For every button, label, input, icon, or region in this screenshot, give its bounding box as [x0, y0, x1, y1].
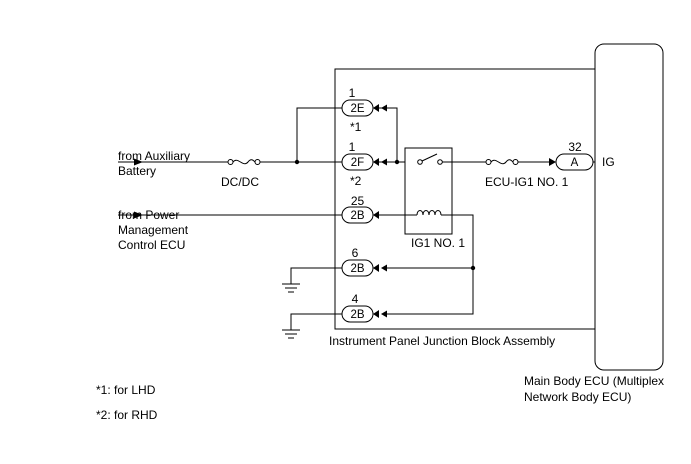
connector-2e-note: *1	[350, 120, 362, 134]
relay-coil-icon	[416, 210, 442, 216]
source-aux-battery-label: from Auxiliary Battery	[118, 149, 193, 178]
wire-2e-bus	[387, 107, 398, 162]
junction-block-label: Instrument Panel Junction Block Assembly	[329, 334, 555, 348]
ecu-connector-id: A	[571, 157, 579, 169]
connector-2b-6-id: 2B	[350, 263, 364, 275]
relay-label: IG1 NO. 1	[411, 236, 465, 250]
connector-2e-id: 2E	[350, 103, 364, 115]
connector-2b-6-pin: 6	[352, 246, 359, 260]
ecu-connector-pin: 32	[568, 140, 582, 154]
wire-ground-6-left	[290, 267, 342, 284]
fuse-dcdc-icon	[227, 159, 261, 165]
connector-2f-mark	[373, 158, 379, 166]
connector-2b-25-mark	[373, 211, 379, 219]
arrow-power-in	[134, 211, 143, 219]
junction-dot-relay-in	[394, 159, 400, 165]
relay-box	[404, 147, 453, 235]
fuse-dcdc-label: DC/DC	[221, 175, 259, 189]
connector-2b-25-pin: 25	[351, 194, 365, 208]
ground-4-icon	[282, 329, 300, 339]
connector-2b-6-mark	[373, 264, 379, 272]
arrow-aux-in	[134, 158, 143, 166]
connector-2b-4-mark	[373, 310, 379, 318]
note-lhd: *1: for LHD	[96, 383, 156, 397]
main-body-ecu-box	[594, 43, 664, 371]
junction-block-box	[334, 68, 596, 330]
note-rhd: *2: for RHD	[96, 408, 158, 422]
arrow-2e	[381, 104, 387, 112]
connector-2e-mark	[373, 104, 379, 112]
connector-2f-id: 2F	[351, 157, 364, 169]
wire-to-2e	[296, 107, 342, 162]
ecu-terminal-ig: IG	[602, 155, 615, 169]
connector-2b-4-pin: 4	[352, 292, 359, 306]
wire-ground-4-left	[290, 313, 342, 330]
fuse-ecu-ig1-icon	[485, 159, 519, 165]
connector-2e-pin: 1	[349, 86, 356, 100]
connector-2b-4-id: 2B	[350, 309, 364, 321]
relay-switch-icon	[417, 153, 443, 165]
arrow-2b-4	[381, 310, 387, 318]
connector-2f-note: *2	[350, 174, 362, 188]
wire-coil-return	[386, 214, 474, 315]
ground-6-icon	[282, 283, 300, 293]
connector-2b-25-id: 2B	[350, 210, 364, 222]
arrow-2b-6	[381, 264, 387, 272]
arrow-ecu-a	[549, 158, 556, 166]
fuse-ecu-ig1-label: ECU-IG1 NO. 1	[485, 175, 569, 189]
connector-2f-pin: 1	[349, 140, 356, 154]
main-body-ecu-label: Main Body ECU (Multiplex Network Body EC…	[524, 374, 667, 404]
